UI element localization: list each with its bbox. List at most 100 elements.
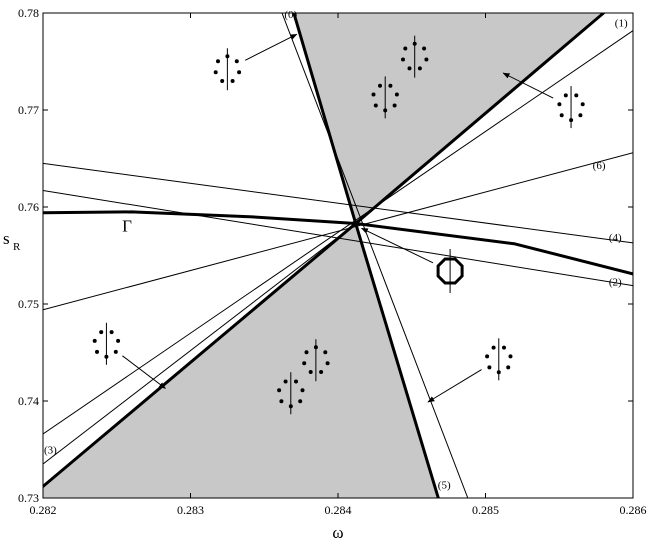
ring-dot bbox=[104, 354, 109, 359]
curve-label-4: (2) bbox=[609, 277, 622, 289]
ring-dot bbox=[225, 54, 230, 59]
ring-dot bbox=[502, 345, 506, 350]
dot-ring-icon-1 bbox=[401, 35, 429, 78]
dot-ring-icon-6 bbox=[302, 339, 330, 382]
ring-dot bbox=[237, 70, 242, 75]
curve-label-5: (5) bbox=[438, 479, 451, 491]
ring-dot bbox=[412, 41, 417, 46]
ring-dot bbox=[371, 92, 376, 97]
ring-dot bbox=[302, 361, 307, 366]
x-axis-label: ω bbox=[332, 523, 343, 542]
ring-dot bbox=[580, 102, 585, 107]
ring-dot bbox=[424, 57, 429, 62]
thin-curve-7 bbox=[43, 152, 633, 311]
ring-dot bbox=[569, 118, 574, 123]
dot-ring-icon-5 bbox=[92, 322, 166, 389]
ring-dot bbox=[388, 83, 393, 88]
x-tick-label-1: 0.283 bbox=[177, 503, 204, 517]
ring-dot bbox=[506, 365, 511, 370]
ring-dot bbox=[279, 399, 284, 404]
boundary-curve-1 bbox=[354, 222, 440, 498]
ring-dot bbox=[401, 57, 405, 62]
ring-dot bbox=[313, 345, 318, 350]
ring-dot bbox=[403, 46, 408, 51]
ring-dot bbox=[109, 330, 114, 335]
ring-dot bbox=[213, 70, 218, 75]
ring-dot bbox=[557, 102, 562, 107]
ring-dot bbox=[392, 103, 397, 108]
ring-dot bbox=[383, 108, 388, 113]
ring-dot bbox=[563, 93, 568, 98]
shaded-region-0 bbox=[293, 13, 601, 224]
ring-dot bbox=[574, 93, 579, 98]
y-axis-label-sub: R bbox=[13, 241, 21, 253]
y-tick-label-5: 0.78 bbox=[18, 6, 39, 20]
curve-labels: (0)(1)(6)(4)(2)(5)(3)Γ bbox=[44, 9, 628, 491]
x-tick-label-2: 0.284 bbox=[325, 503, 352, 517]
dot-ring-icon-3 bbox=[502, 72, 585, 129]
ring-dot bbox=[485, 354, 490, 359]
annotation-arrow bbox=[360, 227, 434, 264]
ring-dot bbox=[373, 103, 378, 108]
dot-ring-icon-2 bbox=[371, 76, 399, 119]
ring-dot bbox=[298, 399, 303, 404]
ring-dot bbox=[559, 113, 564, 118]
ring-dot bbox=[308, 370, 313, 374]
ring-dot bbox=[92, 338, 97, 343]
ring-dot bbox=[417, 66, 422, 71]
boundary-curve-4 bbox=[43, 210, 633, 276]
ring-dot bbox=[116, 338, 121, 343]
ring-dot bbox=[277, 388, 282, 393]
curves bbox=[43, 13, 633, 498]
ring-dot bbox=[300, 388, 305, 393]
curve-label-0: (0) bbox=[284, 9, 297, 21]
y-axis-label: s bbox=[3, 229, 10, 248]
annotation-arrow bbox=[244, 33, 298, 61]
ring-dot bbox=[113, 349, 118, 354]
curve-label-3: (4) bbox=[609, 232, 622, 244]
gamma-label: Γ bbox=[122, 216, 132, 235]
x-tick-label-3: 0.285 bbox=[472, 503, 499, 517]
ring-dot bbox=[294, 379, 298, 384]
x-tick-label-4: 0.286 bbox=[620, 503, 647, 517]
boundary-curve-0 bbox=[292, 13, 358, 225]
shaded-region-1 bbox=[43, 223, 439, 498]
stability-regions bbox=[43, 13, 601, 498]
ring-dot bbox=[394, 92, 399, 97]
octagon-icon-4 bbox=[360, 227, 464, 294]
ring-dot bbox=[496, 370, 501, 375]
annotation-arrow bbox=[427, 369, 482, 403]
boundary-curve-2 bbox=[354, 13, 605, 225]
octagon-shape bbox=[436, 257, 464, 285]
annotation-arrow bbox=[502, 72, 554, 99]
ring-dot bbox=[407, 66, 412, 71]
ring-dot bbox=[319, 370, 324, 374]
ring-dot bbox=[491, 345, 496, 350]
thin-curve-10 bbox=[43, 223, 357, 465]
thin-curve-5 bbox=[281, 13, 469, 498]
ring-dot bbox=[220, 79, 225, 83]
ring-dot bbox=[216, 59, 220, 64]
y-tick-label-1: 0.74 bbox=[18, 394, 39, 408]
thin-curve-8 bbox=[43, 190, 633, 287]
dot-ring-icon-0 bbox=[213, 33, 298, 91]
ring-dot bbox=[578, 113, 583, 118]
ring-dot bbox=[304, 350, 309, 355]
curve-label-2: (6) bbox=[593, 160, 606, 172]
boundary-curve-3 bbox=[43, 222, 358, 488]
dot-ring-icon-7 bbox=[277, 372, 305, 415]
dot-ring-icon-8 bbox=[427, 338, 513, 403]
y-tick-label-3: 0.76 bbox=[18, 200, 39, 214]
y-tick-label-4: 0.77 bbox=[18, 103, 39, 117]
ring-dot bbox=[325, 361, 330, 366]
y-tick-label-2: 0.75 bbox=[18, 297, 39, 311]
ring-dot bbox=[288, 404, 293, 409]
ring-dot bbox=[422, 46, 427, 51]
y-tick-label-0: 0.73 bbox=[18, 491, 39, 505]
ring-dot bbox=[234, 59, 239, 64]
curve-label-6: (3) bbox=[44, 444, 57, 456]
ring-dot bbox=[283, 379, 288, 384]
ring-dot bbox=[378, 83, 382, 88]
ring-dot bbox=[99, 330, 104, 335]
